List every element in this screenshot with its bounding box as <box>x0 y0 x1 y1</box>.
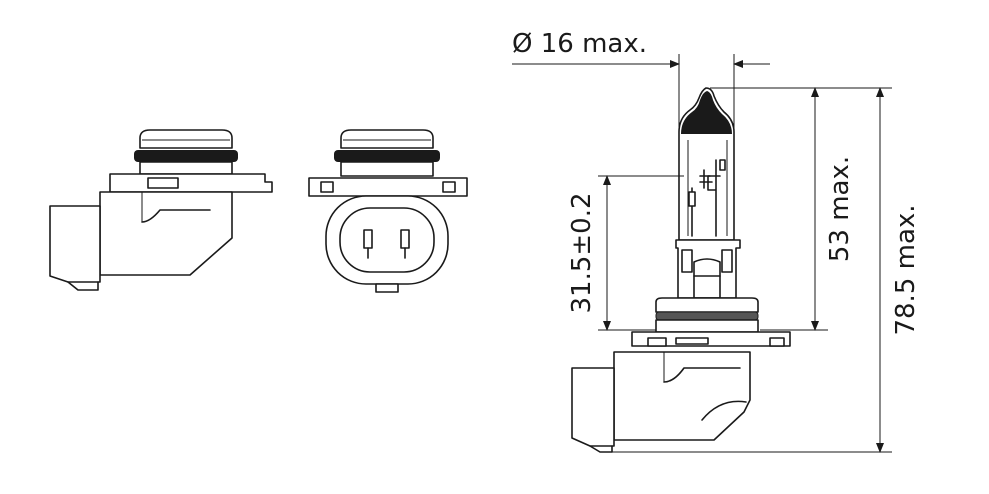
dimension-glass-height: 53 max. <box>710 87 855 331</box>
dimension-reference-height: 31.5±0.2 <box>567 175 684 331</box>
diameter-label: Ø 16 max. <box>512 29 647 59</box>
dimension-overall-height: 78.5 max. <box>612 87 921 453</box>
dimension-diameter: Ø 16 max. <box>512 29 770 128</box>
base-side-view <box>49 129 273 291</box>
reference-height-label: 31.5±0.2 <box>567 192 597 313</box>
glass-height-label: 53 max. <box>825 156 855 262</box>
base-front-view <box>308 129 468 293</box>
overall-height-label: 78.5 max. <box>891 204 921 335</box>
bulb-full-view <box>571 87 791 453</box>
